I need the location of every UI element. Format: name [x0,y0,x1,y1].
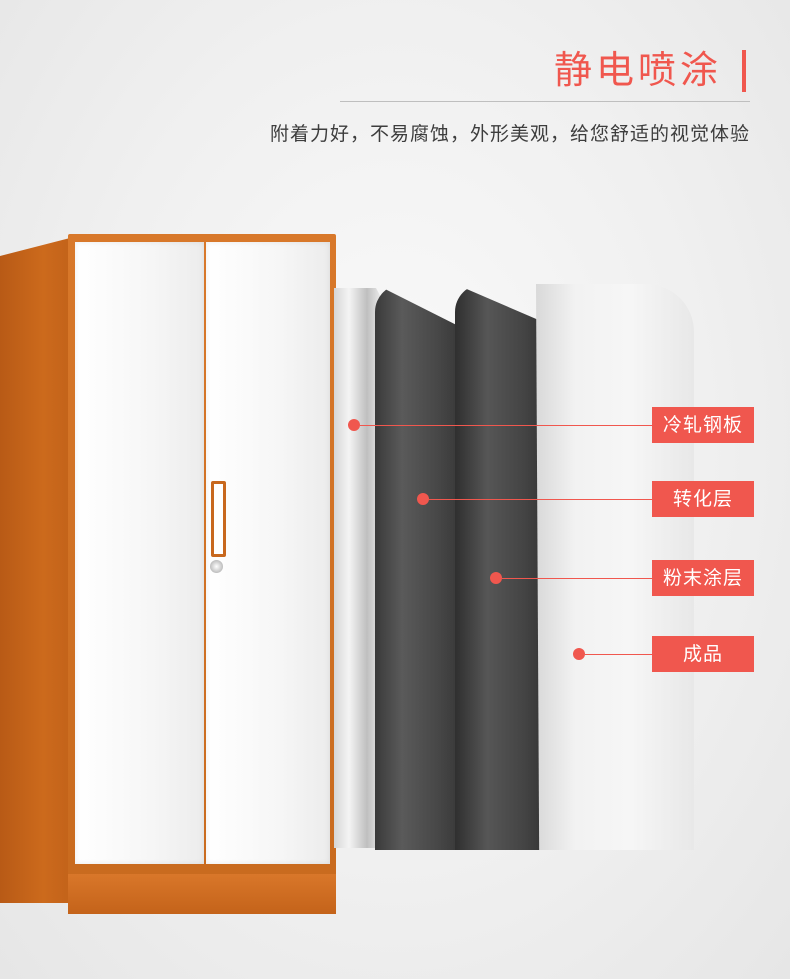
layer-powder-coating [455,284,547,850]
cabinet-base [68,874,336,914]
layer-label-finished: 成品 [652,636,754,672]
cabinet-door-left [75,242,204,864]
callout-dot-finished [573,648,585,660]
callout-dot-steel [348,419,360,431]
layer-label-conversion: 转化层 [652,481,754,517]
layer-conversion [375,284,465,850]
callout-line-powder [502,578,652,579]
title-accent-bar [742,50,746,92]
cabinet-front [68,234,336,914]
page-title: 静电喷涂 [553,48,722,92]
callout-dot-conversion [417,493,429,505]
page-subtitle: 附着力好，不易腐蚀，外形美观，给您舒适的视觉体验 [269,123,750,145]
cabinet-handle [211,481,226,557]
cabinet-side-panel [0,238,72,903]
callout-line-steel [360,425,652,426]
callout-dot-powder [490,572,502,584]
callout-line-conversion [429,499,652,500]
layer-label-powder: 粉末涂层 [652,560,754,596]
callout-line-finished [585,654,652,655]
cabinet-door-right [206,242,330,864]
layer-label-steel: 冷轧钢板 [652,407,754,443]
title-divider [340,101,750,102]
cabinet-lock-icon [210,560,223,573]
